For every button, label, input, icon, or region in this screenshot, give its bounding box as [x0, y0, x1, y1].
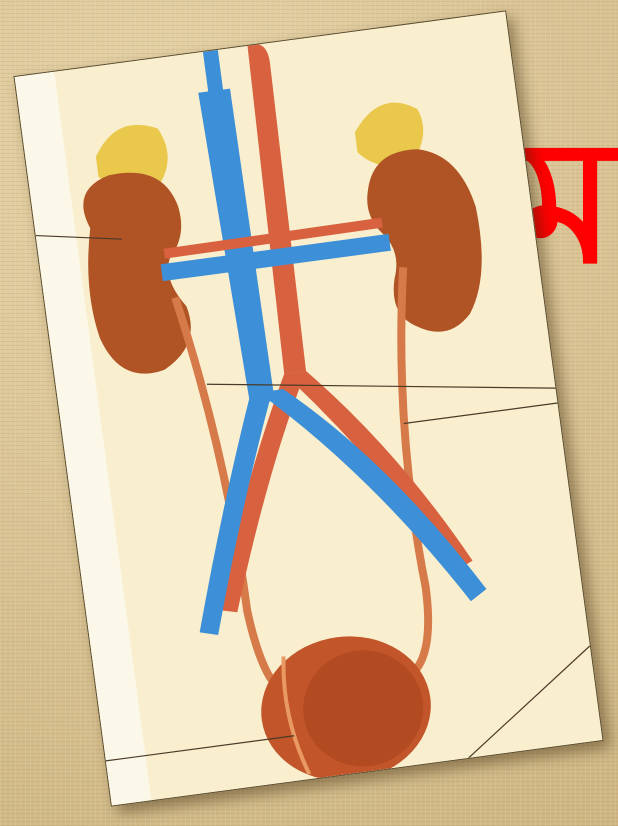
urinary-system-illustration	[15, 11, 603, 805]
anatomy-illustration-card	[13, 10, 603, 806]
